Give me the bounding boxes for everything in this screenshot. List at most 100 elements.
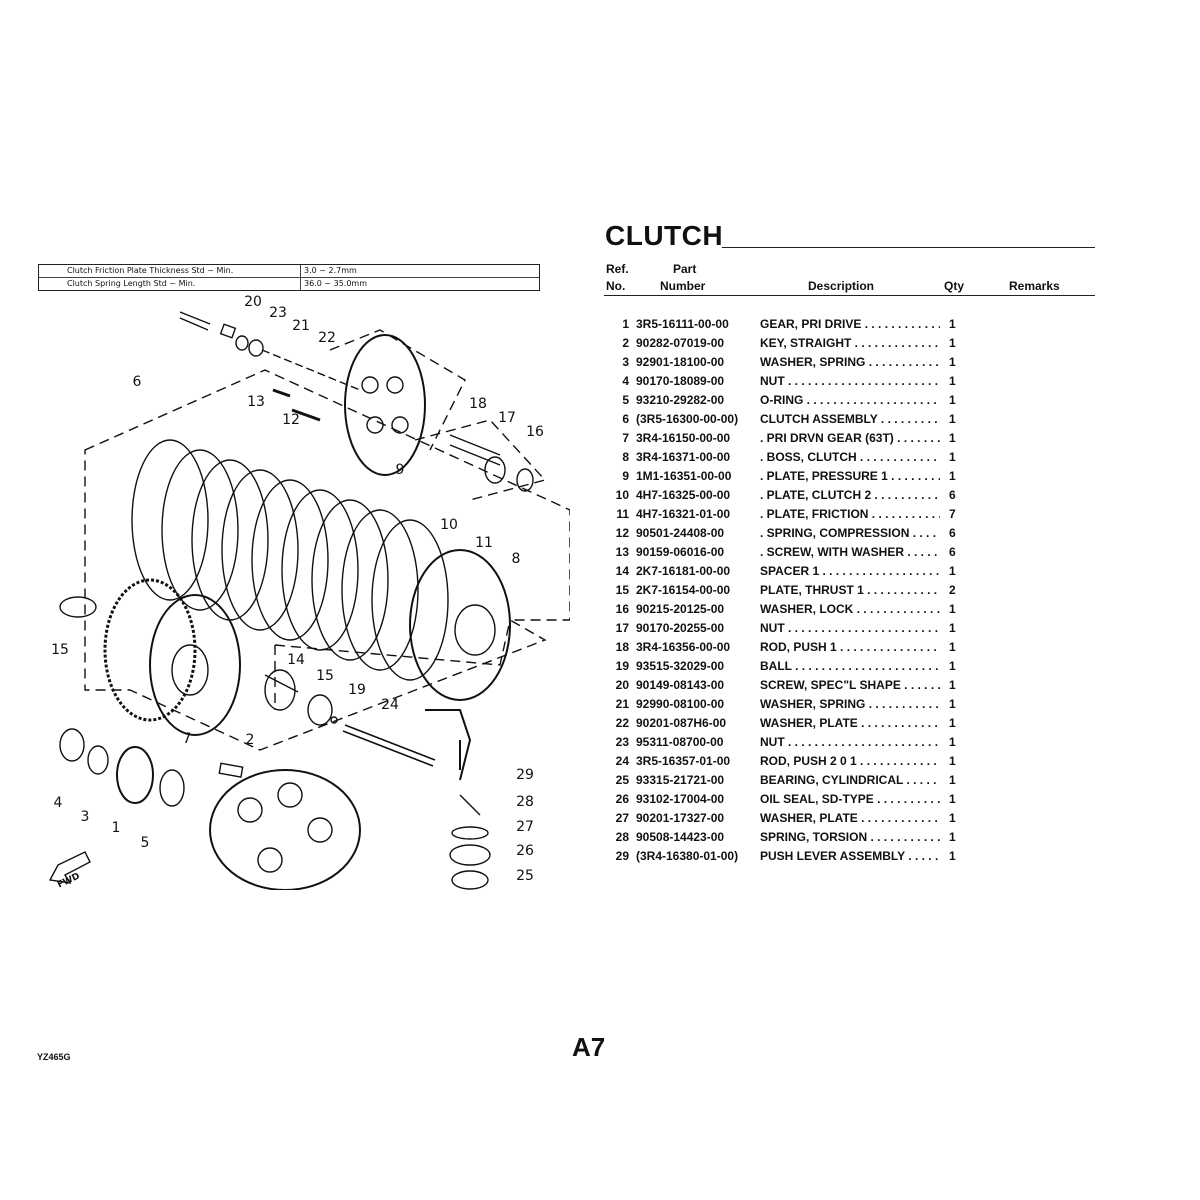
part-description: CLUTCH ASSEMBLY bbox=[760, 410, 940, 429]
part-number: 4H7-16325-00-00 bbox=[636, 488, 731, 502]
part-qty: 1 bbox=[949, 735, 956, 749]
callout-28: 28 bbox=[516, 794, 534, 810]
part-ref: 4 bbox=[622, 374, 629, 388]
part-number: 90201-087H6-00 bbox=[636, 716, 727, 730]
part-ref: 15 bbox=[615, 583, 629, 597]
part-number: 90215-20125-00 bbox=[636, 602, 725, 616]
part-ref: 24 bbox=[615, 754, 629, 768]
part-description: GEAR, PRI DRIVE bbox=[760, 315, 940, 334]
part-description: . SPRING, COMPRESSION bbox=[760, 524, 940, 543]
part-number: 90282-07019-00 bbox=[636, 336, 725, 350]
part-ref: 29 bbox=[615, 849, 629, 863]
part-qty: 1 bbox=[949, 678, 956, 692]
part-description: . PLATE, FRICTION bbox=[760, 505, 940, 524]
callout-9: 9 bbox=[395, 462, 405, 478]
part-number: 90201-17327-00 bbox=[636, 811, 725, 825]
spec-label: Clutch Spring Length Std ~ Min. bbox=[39, 278, 301, 290]
part-number: 92901-18100-00 bbox=[636, 355, 725, 369]
part-qty: 1 bbox=[949, 412, 956, 426]
callout-13: 13 bbox=[247, 394, 265, 410]
part-description: WASHER, SPRING bbox=[760, 695, 940, 714]
part-ref: 27 bbox=[615, 811, 629, 825]
page-title: CLUTCH bbox=[605, 220, 724, 251]
clutch-plate-stack bbox=[131, 439, 511, 701]
exploded-view-diagram bbox=[48, 311, 570, 890]
header-description: Description bbox=[808, 279, 875, 293]
part-ref: 28 bbox=[615, 830, 629, 844]
callout-16: 16 bbox=[526, 424, 544, 440]
part-qty: 6 bbox=[949, 526, 956, 540]
table-row: 27 90201-17327-00 WASHER, PLATE 1 bbox=[604, 809, 1095, 828]
part-qty: 1 bbox=[949, 374, 956, 388]
header-remarks: Remarks bbox=[1009, 279, 1060, 293]
callout-2: 2 bbox=[245, 732, 255, 748]
part-description: . PLATE, PRESSURE 1 bbox=[760, 467, 940, 486]
part-number: 90149-08143-00 bbox=[636, 678, 725, 692]
part-qty: 1 bbox=[949, 450, 956, 464]
part-ref: 23 bbox=[615, 735, 629, 749]
callout-24: 24 bbox=[381, 697, 399, 713]
part-number: 3R4-16371-00-00 bbox=[636, 450, 731, 464]
part-description: SCREW, SPEC"L SHAPE bbox=[760, 676, 940, 695]
callout-17: 17 bbox=[498, 410, 516, 426]
part-qty: 1 bbox=[949, 659, 956, 673]
part-number: 90170-20255-00 bbox=[636, 621, 725, 635]
header-ref-top: Ref. bbox=[606, 262, 629, 276]
part-number: 93515-32029-00 bbox=[636, 659, 725, 673]
part-qty: 1 bbox=[949, 811, 956, 825]
callout-7: 7 bbox=[182, 731, 192, 747]
callout-21: 21 bbox=[292, 318, 310, 334]
callout-22: 22 bbox=[318, 330, 336, 346]
part-number: 90501-24408-00 bbox=[636, 526, 725, 540]
part-number: 90159-06016-00 bbox=[636, 545, 725, 559]
part-description: WASHER, PLATE bbox=[760, 714, 940, 733]
callout-6: 6 bbox=[132, 374, 142, 390]
part-qty: 1 bbox=[949, 602, 956, 616]
callout-8: 8 bbox=[511, 551, 521, 567]
table-row: 16 90215-20125-00 WASHER, LOCK 1 bbox=[604, 600, 1095, 619]
page-number: A7 bbox=[572, 1032, 606, 1062]
part-ref: 16 bbox=[615, 602, 629, 616]
part-description: NUT bbox=[760, 372, 940, 391]
part-ref: 14 bbox=[615, 564, 629, 578]
part-number: 2K7-16154-00-00 bbox=[636, 583, 731, 597]
part-ref: 13 bbox=[615, 545, 629, 559]
part-number: 3R5-16357-01-00 bbox=[636, 754, 731, 768]
fwd-arrow-icon bbox=[48, 851, 91, 884]
part-description: WASHER, LOCK bbox=[760, 600, 940, 619]
callout-3: 3 bbox=[80, 809, 90, 825]
part-number: 3R5-16111-00-00 bbox=[636, 317, 729, 331]
spec-table: Clutch Friction Plate Thickness Std ~ Mi… bbox=[38, 264, 540, 291]
part-description: . SCREW, WITH WASHER bbox=[760, 543, 940, 562]
callout-27: 27 bbox=[516, 819, 534, 835]
part-description: . BOSS, CLUTCH bbox=[760, 448, 940, 467]
callout-1: 1 bbox=[111, 820, 121, 836]
part-ref: 17 bbox=[615, 621, 629, 635]
part-description: WASHER, PLATE bbox=[760, 809, 940, 828]
part-ref: 5 bbox=[622, 393, 629, 407]
part-number: 95311-08700-00 bbox=[636, 735, 724, 749]
part-description: BALL bbox=[760, 657, 940, 676]
part-number: 93210-29282-00 bbox=[636, 393, 725, 407]
part-qty: 1 bbox=[949, 849, 956, 863]
part-ref: 6 bbox=[622, 412, 629, 426]
table-row: 12 90501-24408-00 . SPRING, COMPRESSION 6 bbox=[604, 524, 1095, 543]
part-ref: 12 bbox=[615, 526, 629, 540]
part-number: 2K7-16181-00-00 bbox=[636, 564, 731, 578]
part-qty: 1 bbox=[949, 564, 956, 578]
spec-value: 36.0 ~ 35.0mm bbox=[304, 279, 367, 288]
part-ref: 11 bbox=[616, 507, 629, 521]
spec-label: Clutch Friction Plate Thickness Std ~ Mi… bbox=[39, 265, 301, 277]
part-description: SPRING, TORSION bbox=[760, 828, 940, 847]
callout-15: 15 bbox=[51, 642, 69, 658]
